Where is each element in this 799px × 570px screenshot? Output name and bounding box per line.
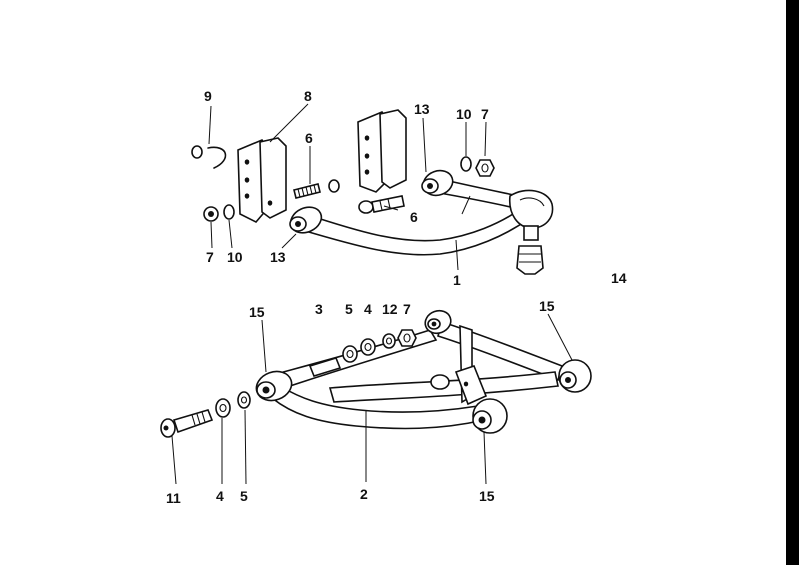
- callout-13-left: 13: [270, 249, 286, 265]
- left-mounting-bracket: [191, 137, 340, 223]
- callout-10-left: 10: [227, 249, 243, 265]
- callout-2: 2: [360, 486, 368, 502]
- callout-15-left: 15: [249, 304, 265, 320]
- lower-control-arm: [160, 309, 592, 438]
- callout-7-mid: 7: [403, 301, 411, 317]
- leader-lines: [171, 103, 573, 485]
- callout-15-bottom: 15: [479, 488, 495, 504]
- callout-5-top: 5: [345, 301, 353, 317]
- callout-7-left: 7: [206, 249, 214, 265]
- callout-5-bottom: 5: [240, 488, 248, 504]
- callout-7-top: 7: [481, 106, 489, 122]
- callout-1: 1: [453, 272, 461, 288]
- page-edge-bar: [786, 0, 799, 565]
- callout-8: 8: [304, 88, 312, 104]
- right-mounting-bracket: [357, 109, 407, 214]
- callout-4-top: 4: [364, 301, 372, 317]
- callout-6-mid: 6: [410, 209, 418, 225]
- callout-12: 12: [382, 301, 398, 317]
- callout-13-top: 13: [414, 101, 430, 117]
- callout-11: 11: [166, 490, 181, 506]
- callout-3: 3: [315, 301, 323, 317]
- upper-control-arm: [289, 156, 554, 275]
- callout-10-top: 10: [456, 106, 472, 122]
- callout-14: 14: [611, 270, 627, 286]
- callout-6-top: 6: [305, 130, 313, 146]
- callout-15-right: 15: [539, 298, 555, 314]
- callout-9: 9: [204, 88, 212, 104]
- callout-4-bottom: 4: [216, 488, 224, 504]
